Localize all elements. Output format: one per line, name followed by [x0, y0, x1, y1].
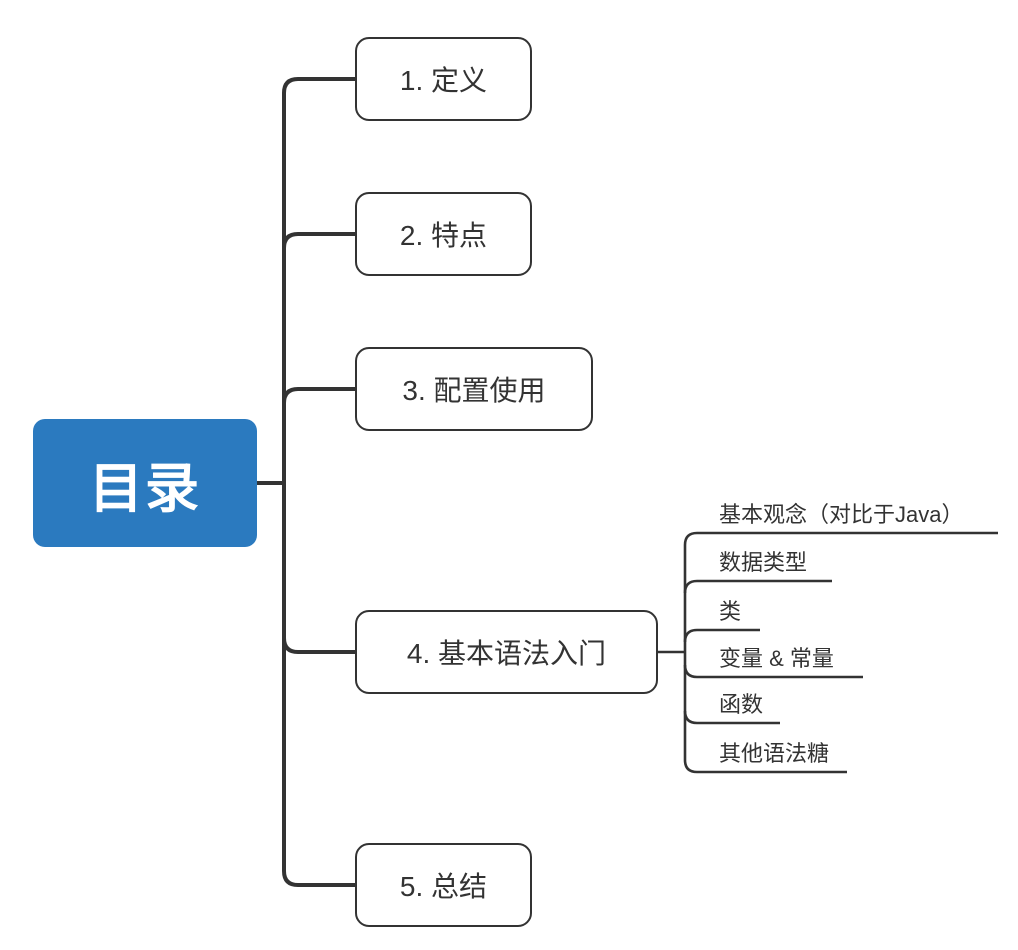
child-topic-class[interactable]: 类 — [719, 599, 742, 624]
child-line-2 — [683, 579, 832, 594]
child-line-3 — [683, 628, 760, 643]
child-topic-data-types[interactable]: 数据类型 — [719, 550, 808, 575]
trunk-line — [282, 77, 356, 887]
child-topic-functions[interactable]: 函数 — [719, 692, 764, 717]
branch-line-4 — [282, 637, 356, 654]
branch-node-label: 2. 特点 — [399, 220, 488, 251]
child-topic-syntax-sugar[interactable]: 其他语法糖 — [719, 741, 830, 766]
branch-node-label: 1. 定义 — [399, 65, 488, 96]
branch-node-definition[interactable]: 1. 定义 — [355, 37, 532, 121]
branch-line-3 — [282, 387, 356, 404]
child-line-6 — [683, 759, 847, 774]
child-line-4 — [683, 664, 863, 679]
child-line-1 — [683, 531, 998, 546]
root-node-toc[interactable]: 目录 — [33, 419, 257, 547]
branch-node-features[interactable]: 2. 特点 — [355, 192, 532, 276]
child-line-5 — [683, 710, 780, 725]
branch-node-label: 5. 总结 — [399, 871, 488, 902]
child-topic-variables-constants[interactable]: 变量 & 常量 — [719, 646, 834, 671]
branch-node-summary[interactable]: 5. 总结 — [355, 843, 532, 927]
branch-node-basic-syntax[interactable]: 4. 基本语法入门 — [355, 610, 658, 694]
branch-node-label: 4. 基本语法入门 — [406, 638, 607, 669]
root-node-label: 目录 — [89, 458, 201, 519]
branch-line-2 — [282, 232, 356, 249]
branch-node-configuration[interactable]: 3. 配置使用 — [355, 347, 593, 431]
branch-node-label: 3. 配置使用 — [402, 375, 546, 406]
child-topic-basic-concepts[interactable]: 基本观念（对比于Java） — [719, 502, 964, 527]
